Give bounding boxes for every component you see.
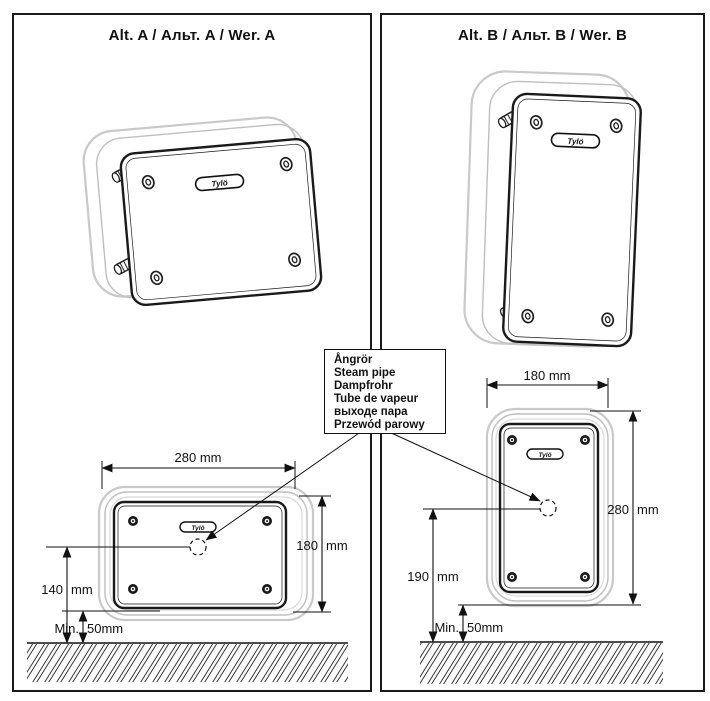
title-alt-b: Alt. B / Альт. B / Wer. B — [457, 27, 628, 44]
steam-pipe-label-line: Przewód parowy — [334, 418, 425, 431]
panel-alt-a — [12, 13, 372, 692]
steam-pipe-label-line: Ångrör — [334, 354, 373, 366]
steam-pipe-label-line: Steam pipe — [334, 366, 396, 379]
title-alt-a: Alt. A / Альт. A / Wer. A — [108, 27, 276, 44]
steam-pipe-label-line: Tube de vapeur — [334, 392, 419, 405]
steam-pipe-label-line: Dampfrohr — [334, 379, 393, 392]
steam-pipe-label-line: выходе пара — [334, 405, 408, 418]
steam-pipe-label: Ångrör Steam pipe Dampfrohr Tube de vape… — [324, 349, 446, 434]
